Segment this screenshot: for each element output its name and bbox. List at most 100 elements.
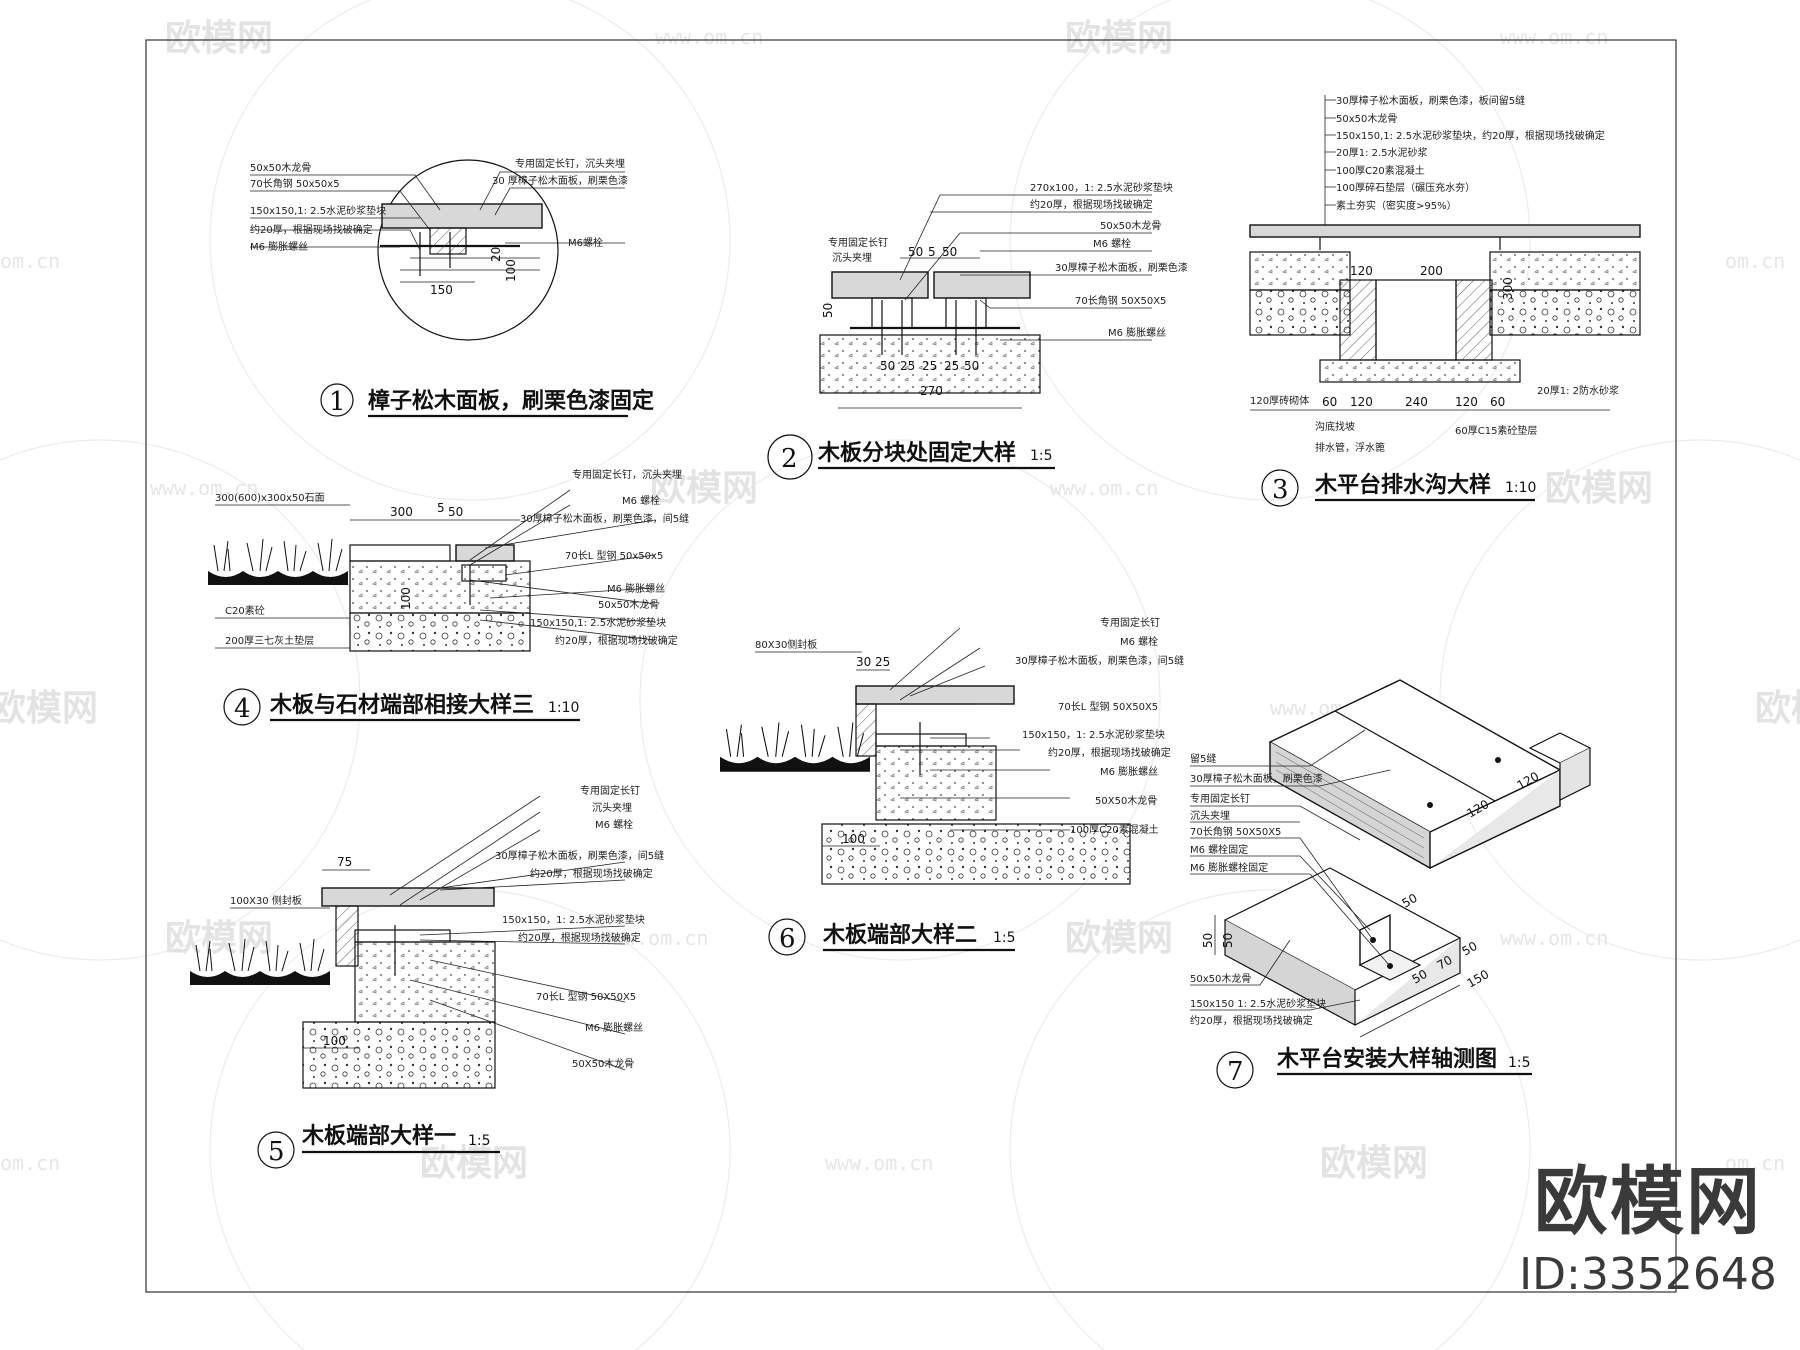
note-d3: 120厚砖砌体	[1250, 394, 1309, 407]
note-d2: 70长角钢 50X50X5	[1075, 294, 1166, 307]
dim-d2: 25	[922, 359, 937, 373]
dim-d2: 270	[920, 384, 943, 398]
dim-d2: 50	[821, 303, 835, 318]
dim-d3: 120	[1350, 264, 1373, 278]
note-d3: 素土夯实（密实度>95%）	[1336, 199, 1457, 212]
note-d5: M6 膨胀螺丝	[585, 1021, 643, 1034]
dim-d2: 50	[964, 359, 979, 373]
note-d1: 50x50木龙骨	[250, 161, 311, 174]
note-d7: M6 膨胀螺栓固定	[1190, 861, 1268, 874]
detail-scale: 1:5	[1030, 448, 1053, 464]
watermark-brand: 欧模网	[1065, 18, 1173, 59]
detail-scale: 1:10	[1505, 480, 1536, 496]
detail-number: 7	[1227, 1057, 1244, 1087]
dim-d5: 75	[337, 855, 352, 869]
note-d2: 沉头夹埋	[832, 251, 872, 264]
note-d3: 排水管，浮水篦	[1315, 441, 1385, 454]
watermark-brand: 欧模网	[650, 468, 758, 509]
watermark-brand: 欧模网	[165, 918, 273, 959]
watermark-url-short: om.cn	[1725, 1151, 1785, 1175]
note-d1: 150x150,1: 2.5水泥砂浆垫块	[250, 204, 386, 217]
dim-d4: 300	[390, 505, 413, 519]
asset-id: ID:3352648	[1519, 1249, 1777, 1300]
dim-d3: 200	[1420, 264, 1443, 278]
dim-d5: 100	[323, 1034, 346, 1048]
note-d6: 80X30侧封板	[755, 638, 817, 651]
dim-d7: 50	[1460, 939, 1480, 959]
detail-number: 5	[268, 1137, 285, 1167]
watermark-brand: 欧模网	[0, 688, 98, 729]
detail-title: 木平台安装大样轴测图	[1276, 1046, 1497, 1072]
note-d2: 专用固定长钉	[828, 236, 888, 249]
note-d7: 留5缝	[1190, 752, 1216, 765]
watermark-url: www.om.cn	[1050, 476, 1158, 500]
detail-scale: 1:5	[468, 1133, 491, 1149]
note-d2: 270x100，1: 2.5水泥砂浆垫块	[1030, 181, 1173, 194]
detail-7: 留5缝 30厚樟子松木面板，刷栗色漆 专用固定长钉 沉头夹埋 70长角钢 50X…	[1190, 679, 1592, 1089]
note-d2: 30厚樟子松木面板，刷栗色漆	[1055, 261, 1188, 274]
watermark-brand: 欧模网	[1545, 468, 1653, 509]
note-d5: M6 螺栓	[595, 818, 633, 831]
note-d4: C20素砼	[225, 604, 265, 617]
note-d6: M6 螺栓	[1120, 635, 1158, 648]
note-d7: 沉头夹埋	[1190, 809, 1230, 822]
detail-title: 樟子松木面板，刷栗色漆固定	[368, 388, 654, 414]
detail-title: 木板端部大样一	[301, 1123, 456, 1149]
dim-d3: 120	[1350, 395, 1373, 409]
note-d3: 20厚1: 2防水砂浆	[1537, 384, 1619, 397]
note-d1: 约20厚，根据现场找破确定	[250, 223, 373, 236]
dim-d3: 60	[1322, 395, 1337, 409]
dim-d7: 50	[1201, 933, 1215, 948]
detail-number: 6	[779, 924, 796, 954]
watermark-url: www.om.cn	[1500, 25, 1608, 49]
detail-number: 2	[781, 444, 798, 474]
note-d4: 50x50木龙骨	[598, 598, 659, 611]
note-d4: M6 膨胀螺丝	[607, 582, 665, 595]
note-d6: 150x150，1: 2.5水泥砂浆垫块	[1022, 728, 1165, 741]
sheet-border	[145, 39, 1677, 1293]
note-d4: 约20厚，根据现场找破确定	[555, 634, 678, 647]
detail-scale: 1:5	[1508, 1055, 1531, 1071]
watermark-brand: 欧模网	[1320, 1143, 1428, 1184]
dim-d2: 25	[944, 359, 959, 373]
detail-1: 50x50木龙骨 70长角钢 50x50x5 150x150,1: 2.5水泥砂…	[250, 157, 654, 418]
note-d7: 约20厚，根据现场找破确定	[1190, 1014, 1313, 1027]
note-d6: 70长L 型钢 50X50X5	[1058, 700, 1158, 713]
detail-number: 1	[329, 387, 346, 417]
dim-d3: 60	[1490, 395, 1505, 409]
note-d4: M6 螺栓	[622, 494, 660, 507]
note-d7: 专用固定长钉	[1190, 792, 1250, 805]
watermark-brand: 欧模网	[165, 18, 273, 59]
detail-number: 3	[1272, 475, 1289, 505]
dim-d7: 50	[1400, 891, 1420, 911]
note-d4: 200厚三七灰土垫层	[225, 634, 314, 647]
dim-d3: 240	[1405, 395, 1428, 409]
watermark-url-short: om.cn	[0, 1151, 60, 1175]
note-d5: 沉头夹埋	[592, 801, 632, 814]
detail-6: 专用固定长钉 M6 螺栓 30厚樟子松木面板，刷栗色漆，间5缝 70长L 型钢 …	[720, 616, 1184, 956]
note-d5: 50X50木龙骨	[572, 1057, 634, 1070]
watermark-url: www.om.cn	[150, 476, 258, 500]
note-d1: 70长角钢 50x50x5	[250, 177, 340, 190]
note-d1: M6螺栓	[568, 236, 603, 249]
note-d3: 50x50木龙骨	[1336, 112, 1397, 125]
note-d4: 300(600)x300x50石面	[215, 493, 325, 504]
watermark-url: www.om.cn	[1500, 926, 1608, 950]
watermark-brand: 欧模网	[420, 1143, 528, 1184]
dim-d7: 50	[1410, 967, 1430, 987]
note-d6: 50X50木龙骨	[1095, 794, 1157, 807]
dim-d1: 100	[504, 259, 518, 282]
dim-d6: 30	[856, 655, 871, 669]
note-d7: 30厚樟子松木面板，刷栗色漆	[1190, 772, 1323, 785]
note-d2: 约20厚，根据现场找破确定	[1030, 198, 1153, 211]
watermark-brand: 欧模网	[1065, 918, 1173, 959]
watermark-url: www.om.cn	[825, 1151, 933, 1175]
note-d6: M6 膨胀螺丝	[1100, 765, 1158, 778]
detail-2: 270x100，1: 2.5水泥砂浆垫块 约20厚，根据现场找破确定 50x50…	[767, 181, 1188, 480]
dim-d2: 5	[928, 245, 936, 259]
brand-mark: 欧模网 ID:3352648	[1518, 1165, 1778, 1300]
dim-d4: 5	[437, 501, 445, 515]
note-d3: 20厚1: 2.5水泥砂浆	[1336, 146, 1428, 159]
detail-title: 木平台排水沟大样	[1314, 472, 1491, 498]
